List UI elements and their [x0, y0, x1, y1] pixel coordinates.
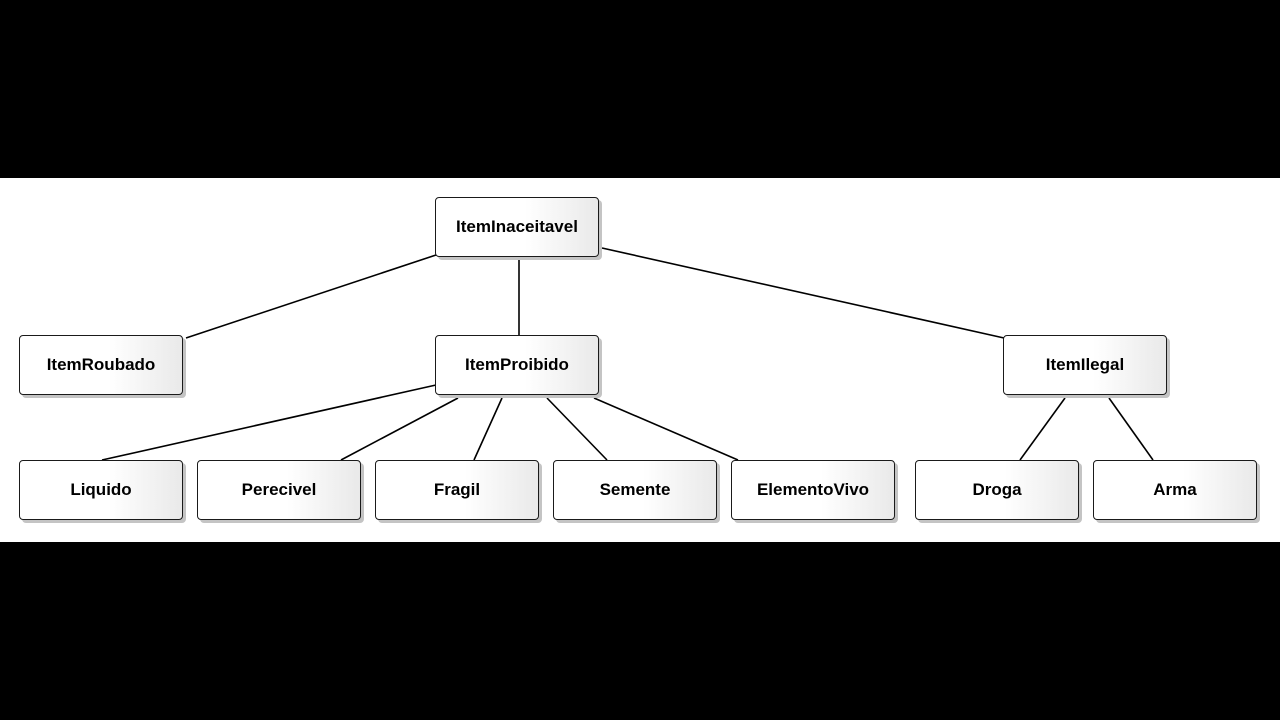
edge-proibido-elementovivo — [593, 397, 739, 461]
edge-root-ilegal — [601, 247, 1005, 339]
node-item-inaceitavel[interactable]: ItemInaceitavel — [435, 197, 599, 257]
node-semente[interactable]: Semente — [553, 460, 717, 520]
node-arma[interactable]: Arma — [1093, 460, 1257, 520]
node-liquido[interactable]: Liquido — [19, 460, 183, 520]
hierarchy-edges — [101, 247, 1154, 461]
node-label: ElementoVivo — [756, 480, 870, 499]
node-label: Perecivel — [241, 480, 317, 499]
node-label: Droga — [972, 480, 1022, 499]
edge-proibido-fragil — [473, 397, 503, 461]
node-label: Arma — [1153, 480, 1197, 499]
edge-ilegal-droga — [1019, 397, 1066, 461]
node-label: ItemInaceitavel — [456, 217, 578, 236]
node-droga[interactable]: Droga — [915, 460, 1079, 520]
node-label: Fragil — [433, 480, 481, 499]
diagram-canvas: ItemInaceitavel ItemRoubado ItemProibido… — [0, 178, 1280, 542]
node-perecivel[interactable]: Perecivel — [197, 460, 361, 520]
node-item-roubado[interactable]: ItemRoubado — [19, 335, 183, 395]
node-label: Semente — [599, 480, 671, 499]
node-label: ItemIlegal — [1045, 355, 1125, 374]
edge-proibido-liquido — [101, 384, 437, 461]
node-item-ilegal[interactable]: ItemIlegal — [1003, 335, 1167, 395]
node-fragil[interactable]: Fragil — [375, 460, 539, 520]
node-label: ItemProibido — [465, 355, 569, 374]
node-label: ItemRoubado — [46, 355, 156, 374]
node-label: Liquido — [70, 480, 132, 499]
edge-root-roubado — [185, 254, 437, 339]
edge-proibido-semente — [546, 397, 608, 461]
node-elemento-vivo[interactable]: ElementoVivo — [731, 460, 895, 520]
edge-proibido-perecivel — [340, 397, 459, 461]
edge-ilegal-arma — [1108, 397, 1154, 461]
node-item-proibido[interactable]: ItemProibido — [435, 335, 599, 395]
